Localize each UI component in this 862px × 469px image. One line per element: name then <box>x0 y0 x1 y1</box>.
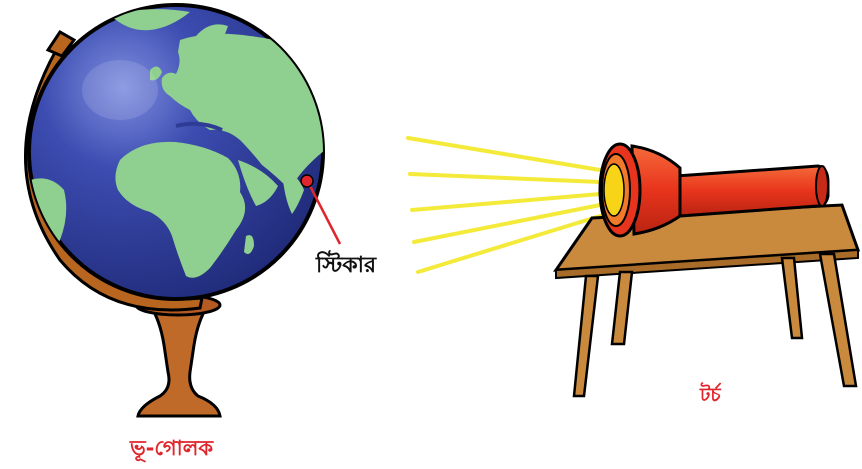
torch-label: টর্চ <box>700 381 721 413</box>
globe-label: ভূ-গোলক <box>130 432 213 467</box>
table-icon <box>556 205 858 396</box>
globe-icon <box>29 5 325 299</box>
sticker-label: স্টিকার <box>316 248 376 285</box>
globe-stand <box>136 295 220 416</box>
